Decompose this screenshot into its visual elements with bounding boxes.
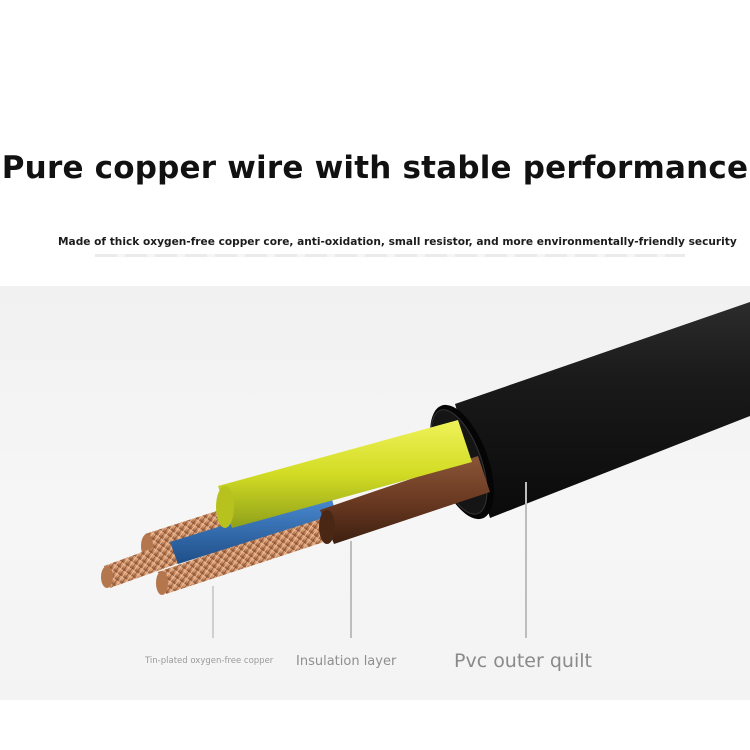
cable-illustration xyxy=(101,302,750,638)
copper-strands xyxy=(101,508,336,595)
outer-callout-label: Pvc outer quilt xyxy=(454,650,592,672)
faded-text-line xyxy=(95,254,685,257)
page-title: Pure copper wire with stable performance xyxy=(1,150,749,186)
insulation-callout-label: Insulation layer xyxy=(296,654,397,669)
yellow-green-core xyxy=(216,420,472,528)
copper-callout-label: Tin-plated oxygen-free copper xyxy=(145,656,274,666)
brown-core xyxy=(319,456,490,544)
page-subtitle: Made of thick oxygen-free copper core, a… xyxy=(58,236,737,248)
